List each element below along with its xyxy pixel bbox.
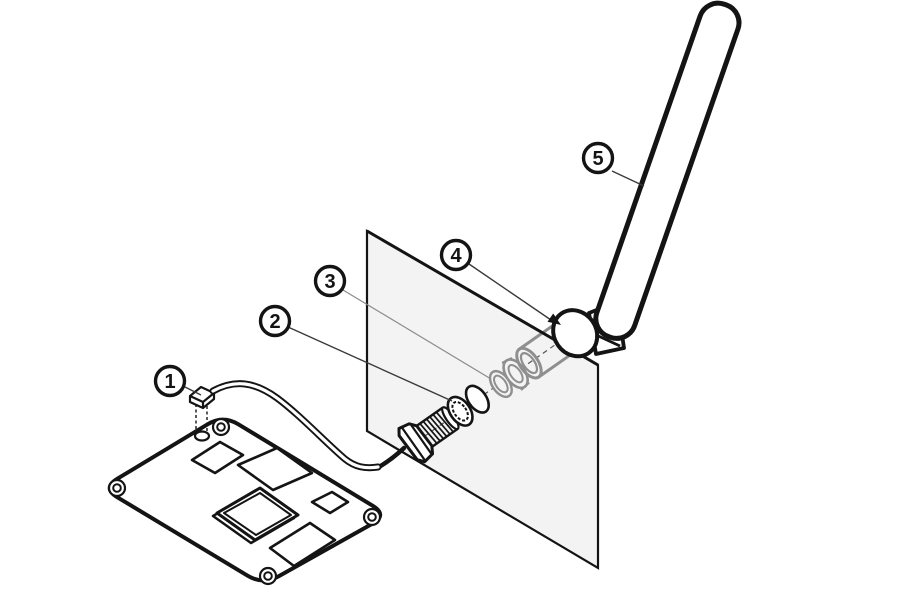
circuit-board [107, 385, 383, 586]
front-exploded-parts [397, 384, 490, 464]
callout-4-label: 4 [450, 245, 462, 267]
callout-2-label: 2 [269, 311, 280, 333]
chip [268, 521, 337, 568]
callout-5-label: 5 [592, 148, 603, 170]
leader-3 [342, 289, 492, 380]
screw-hole [362, 507, 382, 527]
flat-washer [464, 384, 490, 414]
antenna-body [593, 0, 742, 341]
leader-5 [611, 170, 645, 187]
chip [190, 440, 245, 475]
chip [236, 446, 314, 492]
callout-2: 2 [258, 304, 292, 338]
chip [310, 490, 350, 515]
leader-lines [182, 170, 645, 402]
leader-1 [182, 385, 202, 396]
antenna-joint-dome [551, 308, 600, 359]
leader-4-arrowhead [547, 313, 561, 325]
screw-hole [211, 417, 231, 437]
callout-1: 1 [153, 364, 187, 398]
antenna-cable [209, 380, 382, 472]
leader-2 [287, 326, 453, 402]
coax-lead [374, 445, 407, 471]
callouts: 1 2 3 4 5 [153, 141, 615, 398]
screw-hole [107, 478, 127, 498]
callout-3-label: 3 [324, 271, 335, 293]
callout-3: 3 [313, 264, 347, 298]
main-chip [211, 486, 300, 545]
screw-hole [258, 566, 278, 586]
connector-hole [193, 430, 211, 442]
lock-washer [446, 395, 474, 427]
callout-5: 5 [581, 141, 615, 175]
callout-1-label: 1 [164, 371, 175, 393]
leader-4 [468, 263, 552, 321]
threaded-jack [397, 406, 460, 464]
callout-4: 4 [439, 238, 473, 272]
threaded-barrel [415, 406, 460, 449]
